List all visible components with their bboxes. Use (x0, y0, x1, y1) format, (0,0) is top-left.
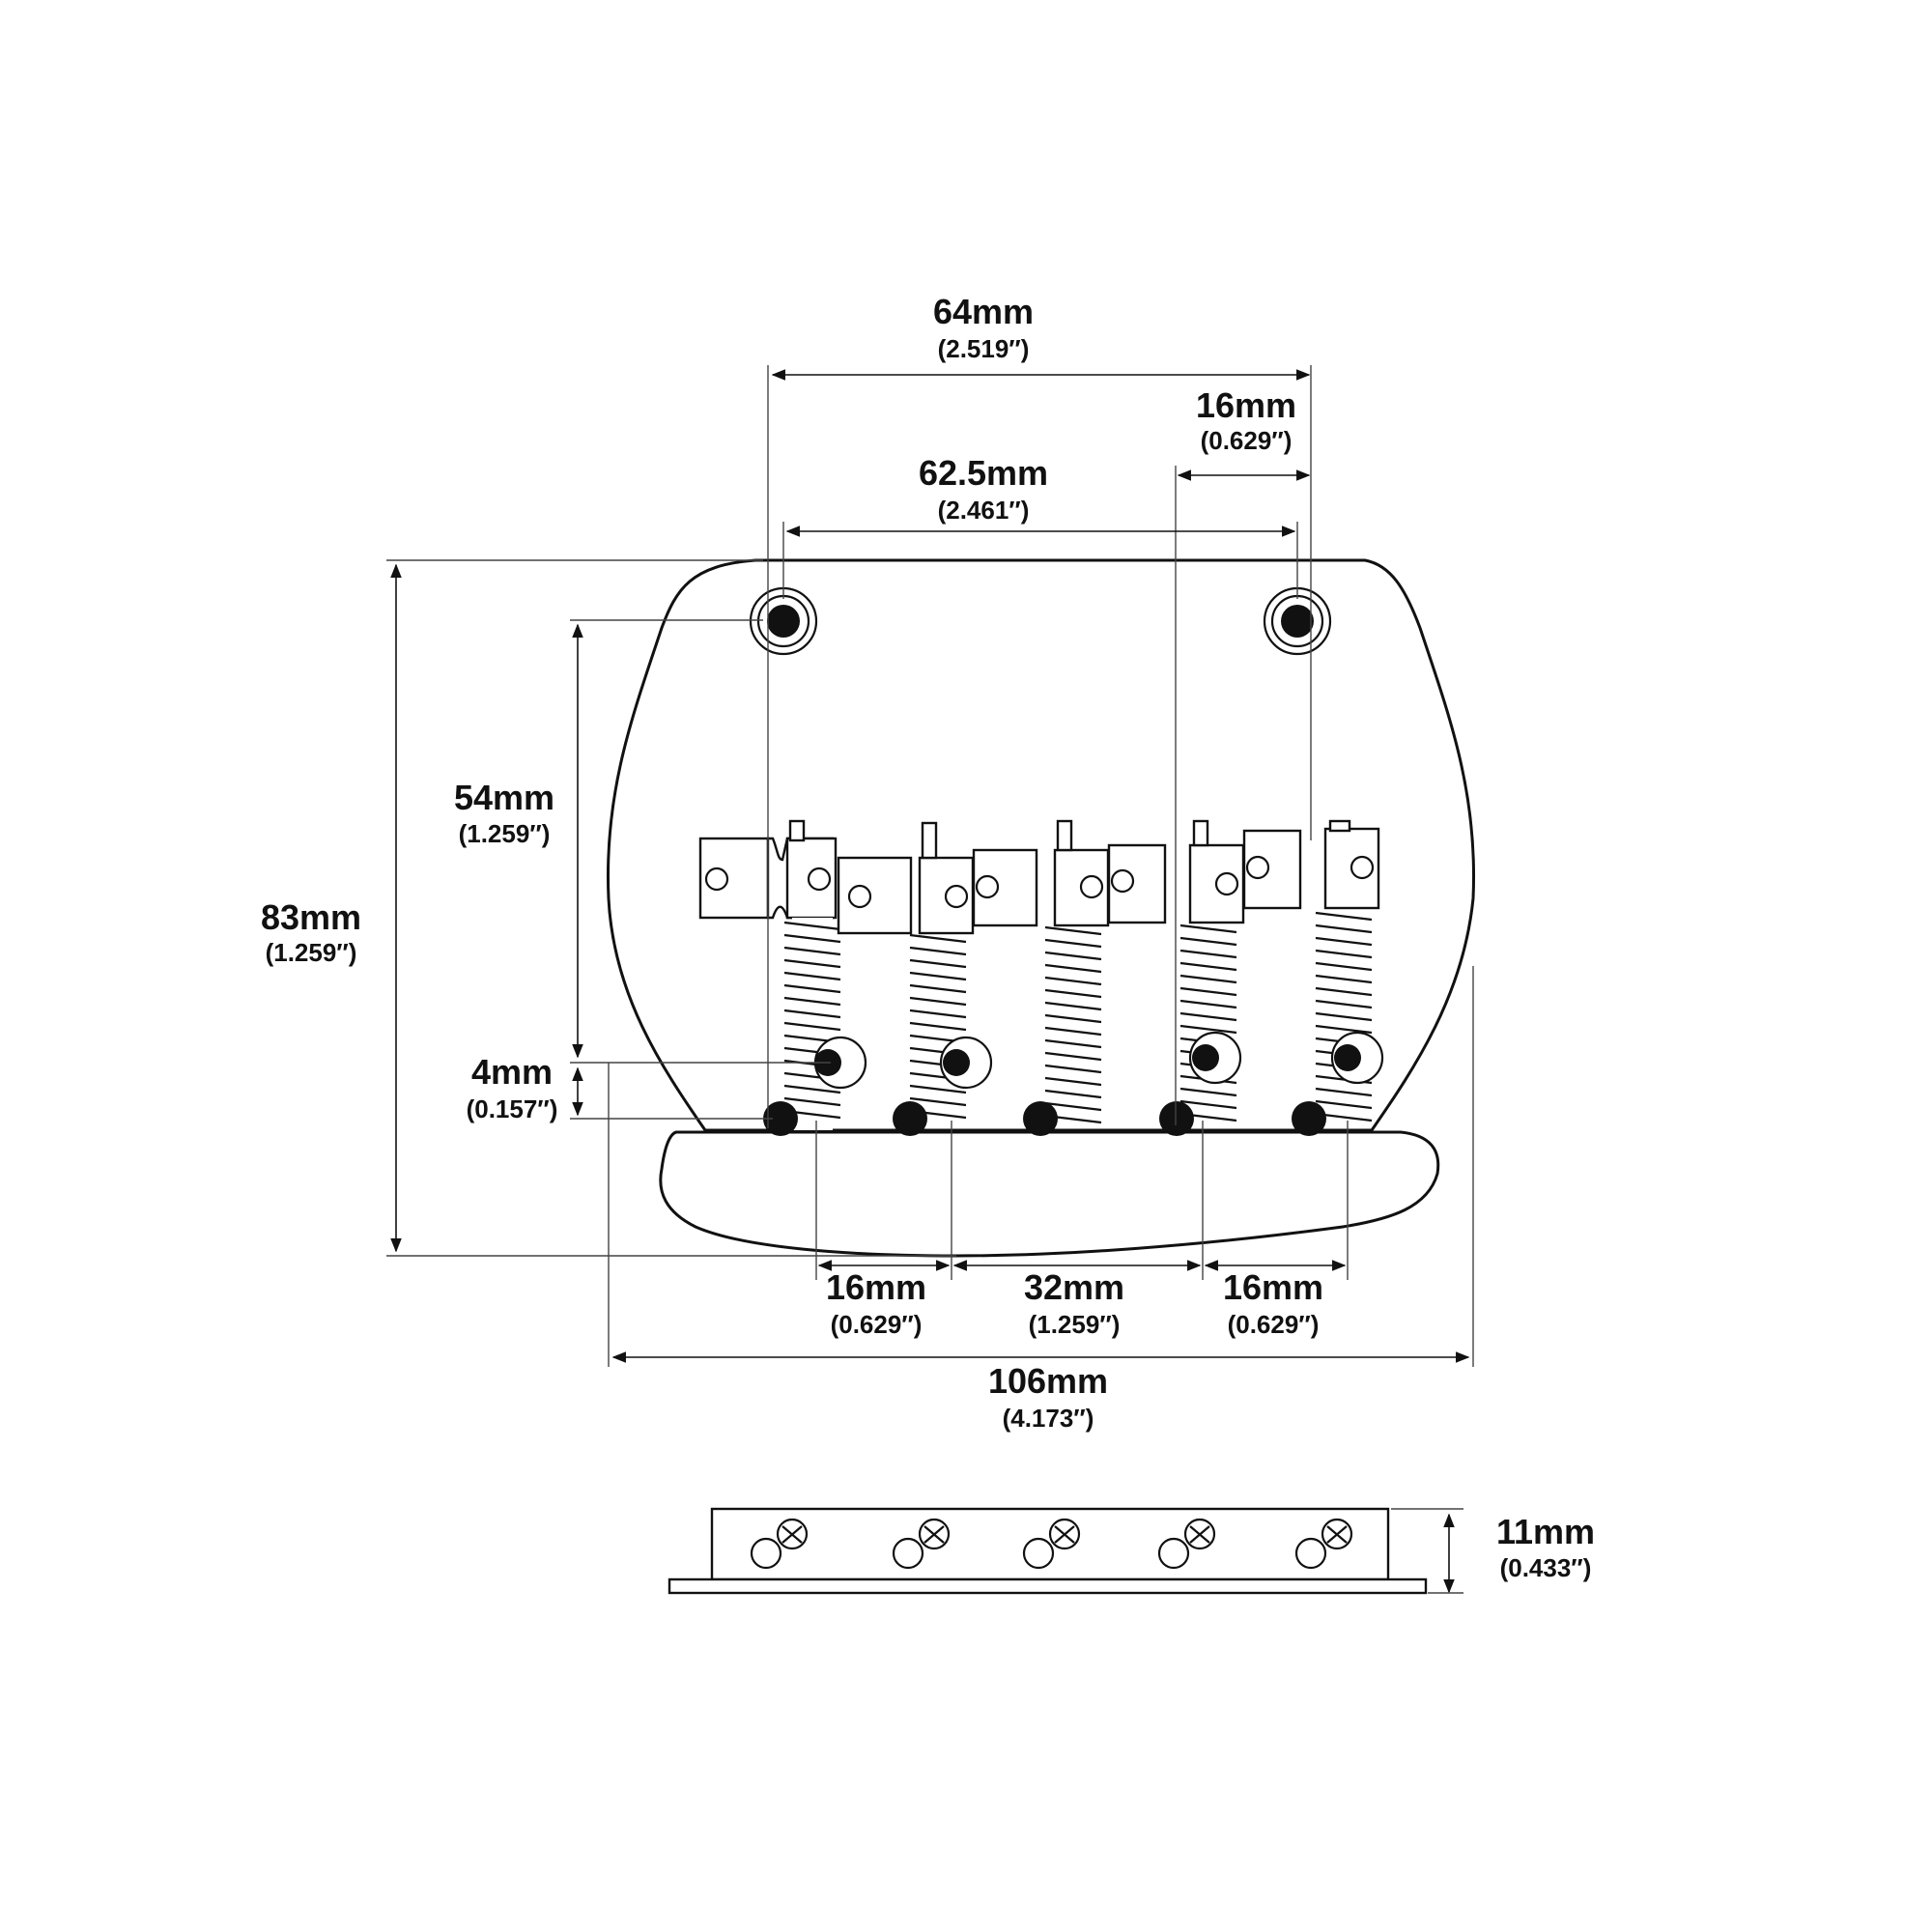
dim-bottom-mid-inch: (1.259″) (1029, 1310, 1121, 1339)
dim-top-right-inch: (0.629″) (1201, 426, 1293, 455)
dim-top-right-mm: 16mm (1196, 385, 1296, 425)
side-screw-1 (750, 1518, 809, 1570)
dim-side-height-mm: 11mm (1496, 1512, 1595, 1551)
side-screw-4 (1157, 1518, 1216, 1570)
side-view-base (668, 1577, 1428, 1595)
dim-height-inch: (1.259″) (266, 938, 357, 967)
dim-small-inch: (0.157″) (467, 1094, 558, 1123)
mounting-hole-right (1263, 586, 1332, 656)
dim-top-outer-mm: 64mm (933, 292, 1034, 331)
dim-top-inner-mm: 62.5mm (919, 453, 1048, 493)
dim-bottom-right-mm: 16mm (1223, 1267, 1323, 1307)
dim-width-mm: 106mm (988, 1361, 1108, 1401)
saddle-unit-1 (698, 819, 867, 1136)
dim-small-mm: 4mm (471, 1052, 553, 1092)
dimension-labels: 64mm (2.519″) 62.5mm (2.461″) 16mm (0.62… (261, 292, 1595, 1582)
dim-mid-inch: (1.259″) (459, 819, 551, 848)
dim-bottom-left-inch: (0.629″) (831, 1310, 923, 1339)
side-screw-3 (1022, 1518, 1081, 1570)
bridge-tail-lip (659, 1130, 1440, 1258)
saddle-unit-2 (837, 821, 993, 1136)
bridge-top-view (606, 558, 1476, 1258)
dimension-arrows (390, 369, 1470, 1594)
dim-height-mm: 83mm (261, 897, 361, 937)
dim-top-outer-inch: (2.519″) (938, 334, 1030, 363)
dim-mid-mm: 54mm (454, 778, 554, 817)
extension-lines (386, 365, 1474, 1367)
side-screw-5 (1294, 1518, 1353, 1570)
saddle-unit-5 (1242, 819, 1384, 1136)
bridge-side-view (668, 1507, 1463, 1595)
dim-side-height-inch: (0.433″) (1500, 1553, 1592, 1582)
saddle-unit-3 (972, 819, 1110, 1136)
dim-width-inch: (4.173″) (1003, 1404, 1094, 1433)
dim-bottom-right-inch: (0.629″) (1228, 1310, 1320, 1339)
saddle-unit-4 (1107, 819, 1245, 1136)
side-screw-2 (892, 1518, 951, 1570)
dim-bottom-left-mm: 16mm (826, 1267, 926, 1307)
dim-top-inner-inch: (2.461″) (938, 496, 1030, 525)
dim-bottom-mid-mm: 32mm (1024, 1267, 1124, 1307)
